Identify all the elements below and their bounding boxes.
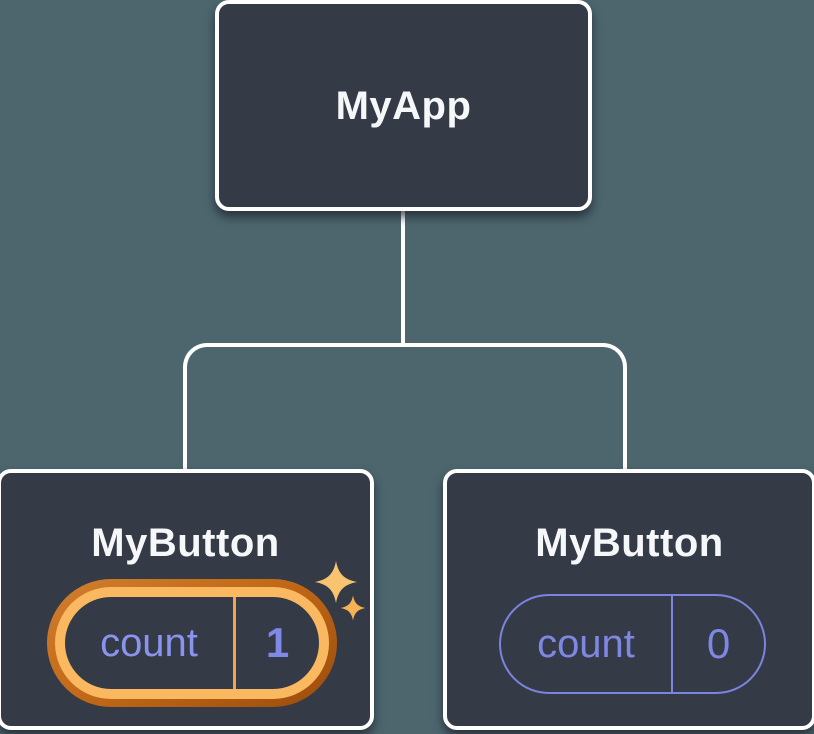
sparkle-large-shape	[314, 560, 358, 604]
connector-root-trunk	[401, 200, 405, 347]
state-pill-highlighted: count 1	[47, 579, 337, 707]
sparkle-icon-small	[340, 595, 366, 621]
connector-branch	[183, 343, 627, 473]
state-pill-idle: count 0	[499, 594, 766, 694]
root-node-label: MyApp	[335, 83, 472, 128]
tree-node-root: MyApp	[215, 0, 592, 211]
state-pill-divider	[233, 597, 236, 689]
state-key-label: count	[100, 620, 198, 665]
sparkle-icon	[314, 560, 358, 604]
sparkle-small-shape	[340, 595, 366, 621]
tree-node-child-right: MyButton count 0	[443, 469, 814, 730]
child-node-label: MyButton	[535, 521, 724, 565]
state-value-label: 1	[265, 619, 290, 666]
state-pill-body: count 1	[65, 597, 319, 689]
state-pill-divider	[671, 596, 673, 692]
tree-node-child-left: MyButton count 1	[0, 469, 374, 730]
state-pill-glow-ring: count 1	[55, 587, 329, 699]
state-value-label: 0	[706, 620, 731, 667]
state-key-label: count	[537, 621, 635, 666]
child-node-label: MyButton	[91, 521, 280, 565]
